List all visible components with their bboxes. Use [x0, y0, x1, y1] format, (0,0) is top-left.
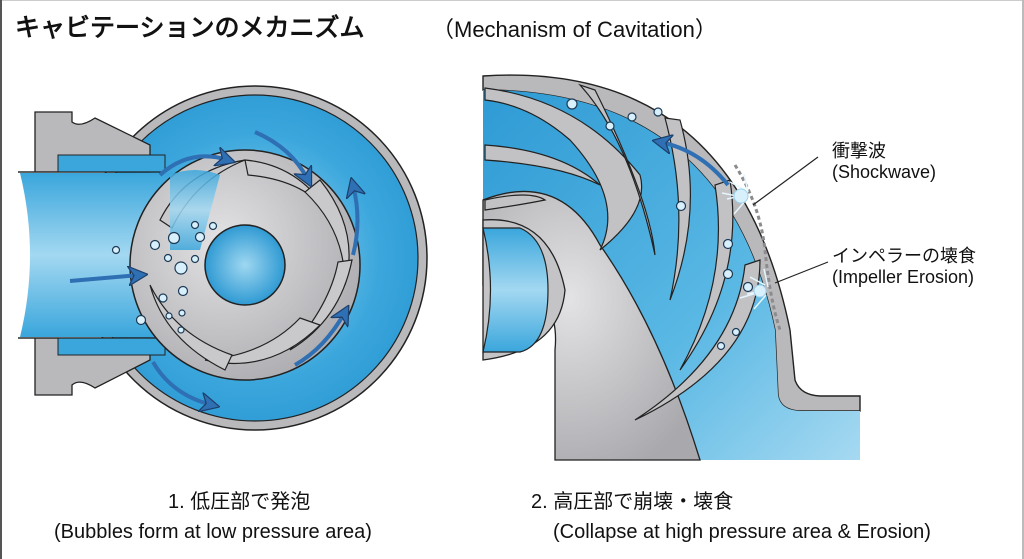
callout-shockwave-ja: 衝撃波 — [832, 141, 886, 161]
flow-arrow-top-right — [254, 130, 308, 180]
shockwave-direction-arrow — [660, 142, 730, 187]
callout-line-erosion — [774, 261, 829, 284]
page-title: キャビテーションのメカニズム — [15, 13, 365, 42]
flange-bottom-water — [57, 337, 166, 356]
right-pump-closeup-illustration — [482, 74, 861, 461]
impeller-eye — [204, 224, 286, 306]
flow-arrows — [69, 130, 358, 405]
collapsing-bubble-1 — [733, 188, 749, 204]
impeller-vanes-right — [484, 83, 761, 421]
callout-line-shockwave — [752, 156, 819, 206]
collapsing-bubble-2 — [753, 284, 767, 298]
frame-top — [0, 0, 1024, 1]
flange-top-water — [57, 154, 166, 173]
callout-shockwave-en: (Shockwave) — [832, 162, 937, 182]
page-title-english: （Mechanism of Cavitation） — [432, 17, 717, 42]
callout-erosion-ja: インペラーの壊食 — [832, 246, 976, 266]
bubbles-right — [566, 98, 754, 351]
callout-erosion-en: (Impeller Erosion) — [832, 267, 975, 287]
caption-1-line1: 1. 低圧部で発泡 — [168, 491, 311, 513]
inlet-pipe-right — [482, 227, 549, 353]
inlet-flow-arrow — [69, 275, 140, 281]
frame-right-border — [1022, 0, 1024, 559]
frame-left-border — [0, 0, 2, 559]
caption-1-line2: (Bubbles form at low pressure area) — [54, 521, 372, 543]
flow-arrow-right-up — [353, 185, 358, 256]
flow-arrow-bottom — [151, 360, 212, 405]
left-pump-illustration — [18, 85, 428, 431]
flow-arrow-top — [158, 156, 228, 177]
flow-arrow-bottom-right — [294, 312, 345, 367]
caption-2-line2: (Collapse at high pressure area & Erosio… — [553, 521, 931, 543]
caption-2-line1: 2. 高圧部で崩壊・壊食 — [531, 491, 734, 513]
cavitation-bubbles — [111, 220, 218, 334]
